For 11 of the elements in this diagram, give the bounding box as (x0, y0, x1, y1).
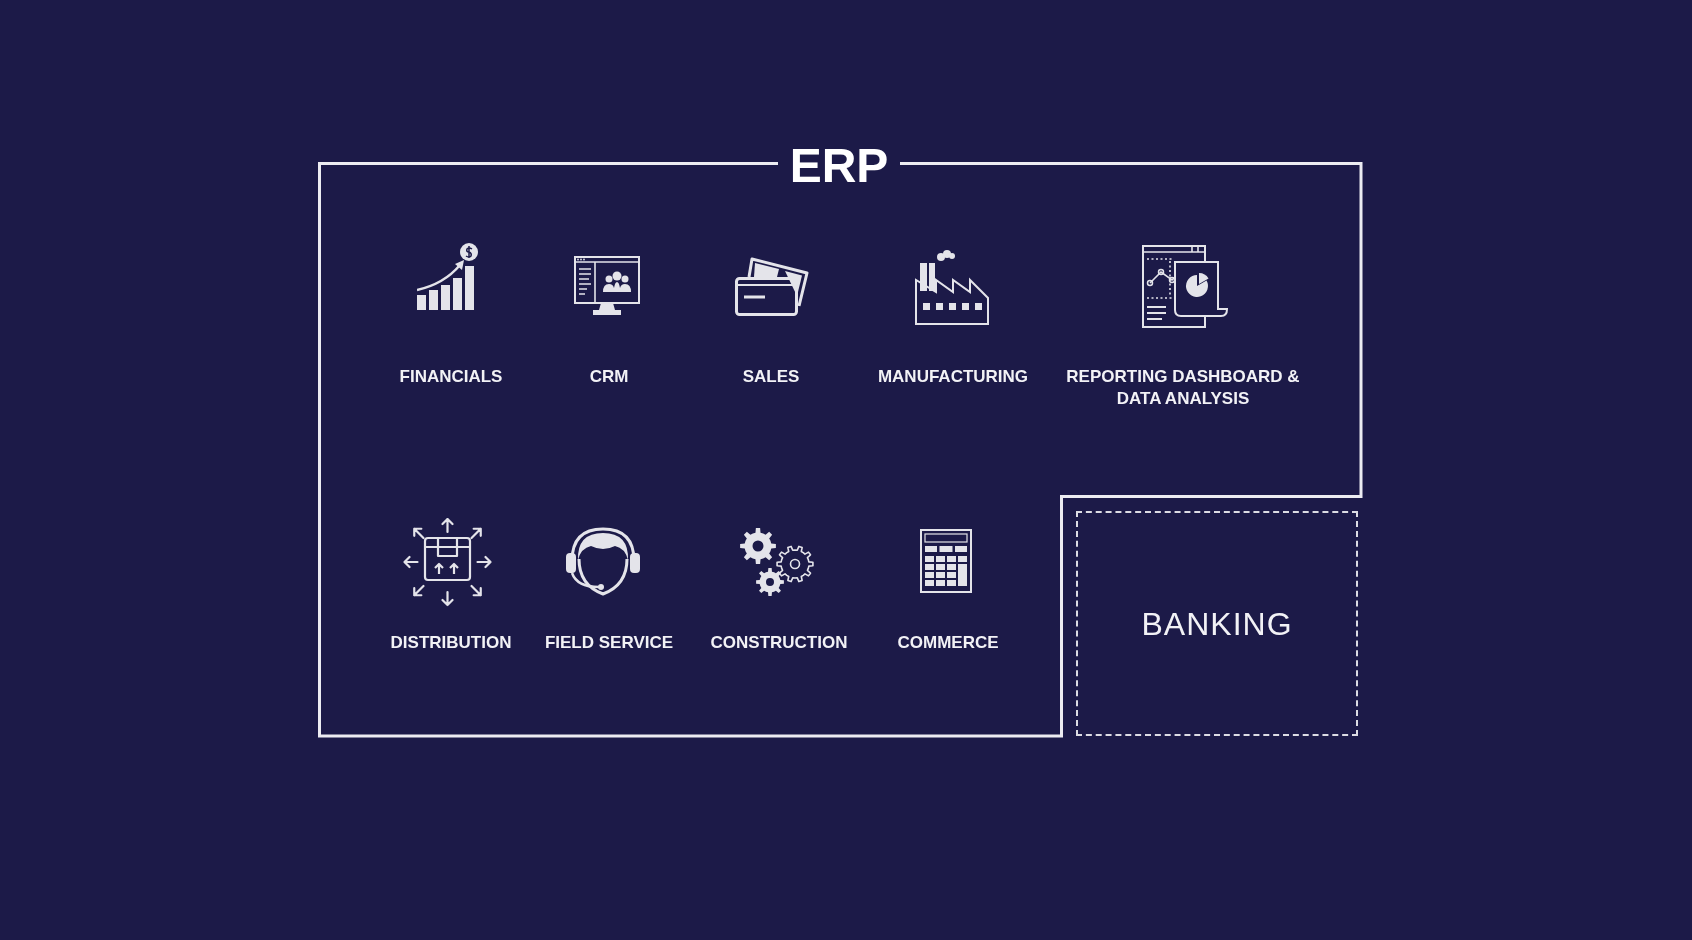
box-label: BANKING (1141, 607, 1293, 640)
module-label: DISTRIBUTION (390, 632, 512, 654)
module-label: MANUFACTURING (877, 366, 1029, 388)
frame-title: ERP (789, 142, 889, 190)
module-label: SALES (742, 366, 800, 388)
module-label: COMMERCE (897, 632, 999, 654)
module-label: FIELD SERVICE (544, 632, 674, 654)
module-label: CONSTRUCTION (710, 632, 848, 654)
module-label: CRM (589, 366, 629, 388)
module-label: REPORTING DASHBOARD & DATA ANALYSIS (1065, 366, 1301, 410)
module-label: FINANCIALS (399, 366, 503, 388)
